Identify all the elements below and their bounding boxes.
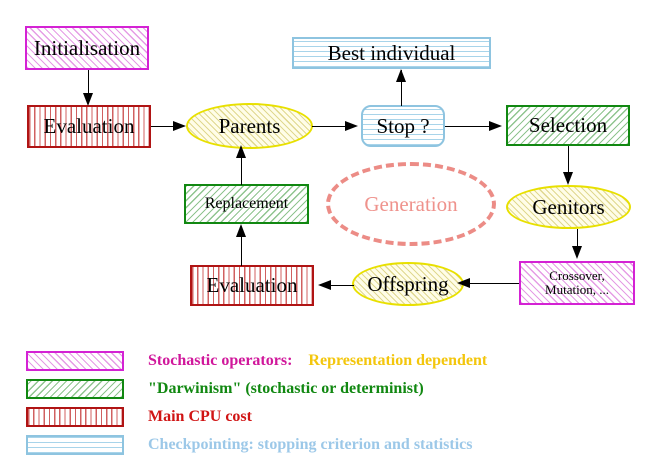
connector-eval-to-replacement — [241, 232, 242, 266]
node-initialisation[interactable]: Initialisation — [25, 26, 149, 70]
node-evaluation-top[interactable]: Evaluation — [27, 105, 151, 148]
node-evaluation-bottom-label: Evaluation — [206, 273, 298, 298]
node-initialisation-label: Initialisation — [33, 35, 141, 60]
node-generation-label: Generation — [364, 191, 458, 216]
node-genitors-label: Genitors — [532, 194, 605, 219]
node-selection-label: Selection — [528, 113, 608, 138]
arrowhead-eval-to-parents — [173, 121, 186, 131]
legend-swatch-darwinism — [26, 379, 124, 399]
node-replacement-label: Replacement — [204, 194, 289, 212]
node-offspring[interactable]: Offspring — [352, 262, 464, 306]
connector-init-to-eval — [88, 70, 89, 97]
node-evaluation-bottom[interactable]: Evaluation — [190, 265, 314, 306]
node-crossover-mutation[interactable]: Crossover, Mutation, ... — [519, 261, 635, 305]
connector-crossover-to-offspring — [470, 283, 519, 284]
arrowhead-eval-to-replacement — [236, 224, 246, 237]
arrowhead-offspring-to-eval — [318, 280, 331, 290]
node-offspring-label: Offspring — [367, 271, 449, 296]
node-crossover-line1: Crossover, — [549, 268, 605, 284]
arrowhead-stop-to-selection — [489, 121, 502, 131]
connector-eval-to-parents — [151, 126, 177, 127]
node-parents[interactable]: Parents — [186, 103, 313, 149]
arrowhead-selection-to-genitors — [563, 172, 573, 185]
legend-label-darwinism: "Darwinism" (stochastic or determinist) — [148, 380, 424, 397]
node-selection[interactable]: Selection — [506, 105, 630, 146]
node-parents-label: Parents — [218, 113, 281, 138]
legend-row-stochastic: Stochastic operators: Representation depe… — [26, 351, 487, 371]
arrowhead-replacement-to-parents — [236, 145, 246, 158]
legend-swatch-stochastic — [26, 351, 124, 371]
node-crossover-line2: Mutation, ... — [545, 282, 609, 297]
connector-stop-to-selection — [445, 126, 491, 127]
legend-row-darwinism: "Darwinism" (stochastic or determinist) — [26, 379, 424, 399]
legend-label-checkpointing: Checkpointing: stopping criterion and st… — [148, 436, 473, 453]
node-stop[interactable]: Stop ? — [361, 105, 445, 147]
node-evaluation-top-label: Evaluation — [43, 114, 135, 139]
arrowhead-genitors-to-crossover — [572, 246, 582, 259]
connector-stop-to-best — [401, 70, 402, 106]
legend-swatch-cpu — [26, 407, 124, 427]
arrowhead-crossover-to-offspring — [457, 278, 470, 288]
connector-selection-to-genitors — [568, 146, 569, 175]
arrowhead-parents-to-stop — [345, 121, 358, 131]
connector-offspring-to-eval — [330, 285, 354, 286]
connector-parents-to-stop — [312, 126, 348, 127]
node-stop-label: Stop ? — [376, 113, 430, 138]
legend-row-checkpointing: Checkpointing: stopping criterion and st… — [26, 435, 472, 455]
node-generation: Generation — [326, 162, 496, 246]
node-best-individual[interactable]: Best individual — [292, 37, 491, 69]
legend-label-stochastic-main: Stochastic operators: — [148, 352, 293, 369]
legend-row-cpu: Main CPU cost — [26, 407, 252, 427]
legend-label-cpu: Main CPU cost — [148, 408, 252, 425]
node-best-individual-label: Best individual — [327, 40, 456, 65]
arrowhead-stop-to-best — [396, 69, 406, 82]
legend-label-stochastic: Stochastic operators: Representation depe… — [148, 352, 487, 370]
connector-replacement-to-parents — [241, 155, 242, 185]
node-genitors[interactable]: Genitors — [506, 185, 631, 229]
legend-swatch-checkpointing — [26, 435, 124, 455]
node-replacement[interactable]: Replacement — [184, 184, 309, 224]
arrowhead-init-to-eval — [83, 93, 93, 106]
legend-label-representation: Representation dependent — [308, 352, 488, 369]
connector-genitors-to-crossover — [577, 229, 578, 249]
